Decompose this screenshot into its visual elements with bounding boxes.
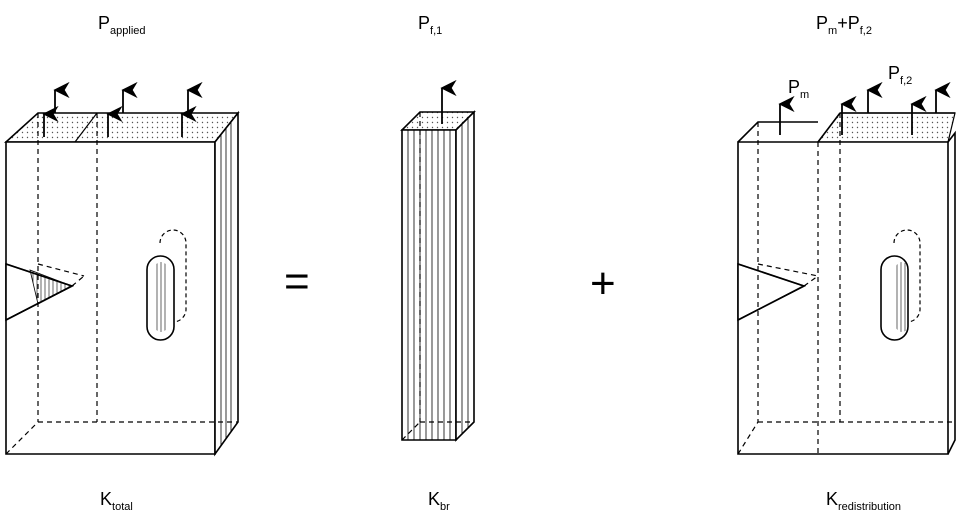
specimen-total: [3, 110, 240, 457]
label-pm: Pm: [788, 77, 810, 101]
plus-sign: +: [590, 259, 616, 308]
label-pf2: Pf,2: [888, 63, 913, 87]
specimen-redistribution: [737, 112, 956, 455]
load-arrows-redistribution: [778, 81, 951, 135]
fiber-bundle: [400, 110, 476, 442]
label-k-redistribution: Kredistribution: [826, 489, 901, 513]
label-p-applied: Papplied: [98, 13, 146, 37]
label-k-br: Kbr: [428, 489, 450, 513]
equals-sign: =: [284, 257, 310, 306]
load-arrows-total: [42, 81, 203, 137]
label-p-f1: Pf,1: [418, 13, 443, 37]
label-pm-plus-pf2: Pm+Pf,2: [816, 13, 872, 37]
label-k-total: Ktotal: [100, 489, 133, 513]
